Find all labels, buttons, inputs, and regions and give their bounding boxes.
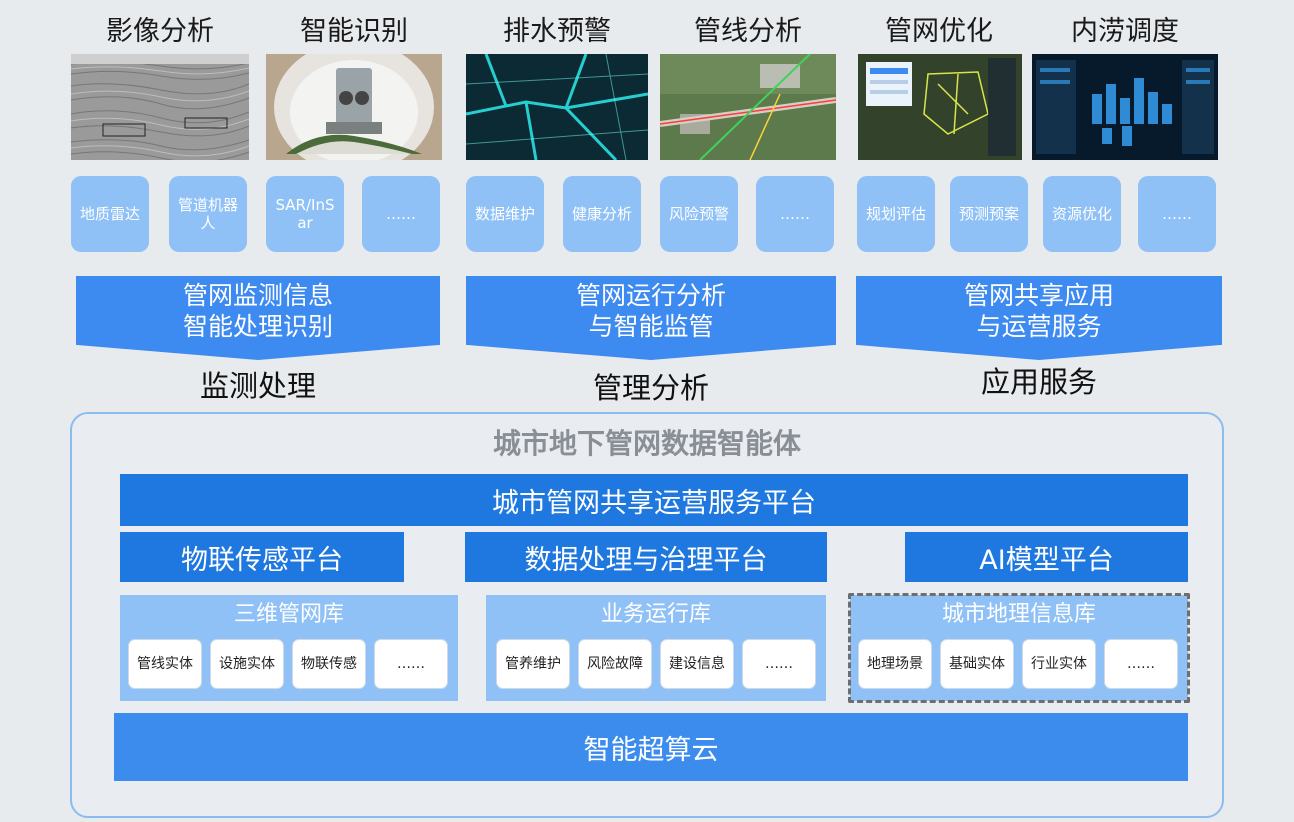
library-cell[interactable]: …… (742, 639, 816, 689)
library-business-operation-title: 业务运行库 (600, 602, 711, 627)
library-3d-pipe-network-title: 三维管网库 (233, 602, 344, 627)
chip-more-application[interactable]: …… (1138, 176, 1216, 252)
data-governance-platform[interactable]: 数据处理与治理平台 (465, 532, 827, 582)
chip-planning-evaluation[interactable]: 规划评估 (857, 176, 935, 252)
chip-health-analysis[interactable]: 健康分析 (563, 176, 641, 252)
library-business-operation: 业务运行库 管养维护 风险故障 建设信息 …… (486, 595, 826, 701)
chip-data-maintenance[interactable]: 数据维护 (466, 176, 544, 252)
banner-analysis: 管网运行分析 与智能监管 (466, 276, 836, 360)
smart-computing-cloud[interactable]: 智能超算云 (114, 713, 1188, 781)
caption-analysis: 管理分析 (592, 371, 709, 405)
library-urban-geographic-dashed-border (848, 593, 1190, 703)
column-title-network-optimization: 管网优化 (885, 16, 993, 47)
chip-risk-warning[interactable]: 风险预警 (660, 176, 738, 252)
library-3d-pipe-network: 三维管网库 管线实体 设施实体 物联传感 …… (120, 595, 458, 701)
banner-analysis-line2: 与智能监管 (588, 312, 714, 341)
banner-application-line2: 与运营服务 (976, 312, 1102, 341)
column-title-waterlogging-dispatch: 内涝调度 (1071, 16, 1179, 47)
drainage-map-thumbnail (466, 54, 648, 160)
waterlogging-dispatch-3d-thumbnail (1032, 54, 1218, 160)
column-title-drainage-warning: 排水预警 (503, 16, 611, 47)
pipeline-satellite-thumbnail (660, 54, 836, 160)
library-cell[interactable]: 管养维护 (496, 639, 570, 689)
data-agent-title: 城市地下管网数据智能体 (492, 427, 801, 460)
chip-geological-radar[interactable]: 地质雷达 (71, 176, 149, 252)
iot-sensing-platform[interactable]: 物联传感平台 (120, 532, 404, 582)
banner-analysis-line1: 管网运行分析 (575, 281, 726, 310)
library-urban-geographic: 城市地理信息库 地理场景 基础实体 行业实体 …… (850, 595, 1188, 701)
banner-monitoring: 管网监测信息 智能处理识别 (76, 276, 440, 360)
library-cell[interactable]: 行业实体 (1022, 639, 1096, 689)
banner-monitoring-line1: 管网监测信息 (182, 281, 333, 310)
library-cell[interactable]: 设施实体 (210, 639, 284, 689)
library-urban-geographic-title: 城市地理信息库 (941, 602, 1096, 627)
banner-monitoring-line2: 智能处理识别 (182, 312, 333, 341)
network-optimization-map-thumbnail (858, 54, 1022, 160)
library-cell[interactable]: …… (1104, 639, 1178, 689)
chip-resource-optimization[interactable]: 资源优化 (1043, 176, 1121, 252)
caption-application: 应用服务 (980, 365, 1097, 399)
shared-service-platform[interactable]: 城市管网共享运营服务平台 (120, 474, 1188, 526)
pipe-robot-image-thumbnail (266, 54, 442, 160)
library-cell[interactable]: 建设信息 (660, 639, 734, 689)
library-cell[interactable]: 物联传感 (292, 639, 366, 689)
library-cell[interactable]: 风险故障 (578, 639, 652, 689)
library-cell[interactable]: 管线实体 (128, 639, 202, 689)
chip-pipe-robot[interactable]: 管道机器人 (169, 176, 247, 252)
column-title-image-analysis: 影像分析 (106, 16, 214, 47)
banner-application: 管网共享应用 与运营服务 (856, 276, 1222, 360)
banner-application-line1: 管网共享应用 (963, 281, 1114, 310)
ai-model-platform[interactable]: AI模型平台 (905, 532, 1188, 582)
caption-monitoring: 监测处理 (199, 369, 316, 403)
library-cell[interactable]: 基础实体 (940, 639, 1014, 689)
column-title-smart-recognition: 智能识别 (300, 16, 408, 47)
radar-image-thumbnail (71, 54, 249, 160)
library-cell[interactable]: 地理场景 (858, 639, 932, 689)
chip-more-analysis[interactable]: …… (756, 176, 834, 252)
column-title-pipeline-analysis: 管线分析 (694, 16, 802, 47)
chip-more-monitoring[interactable]: …… (362, 176, 440, 252)
chip-forecast-plan[interactable]: 预测预案 (950, 176, 1028, 252)
chip-sar-insar[interactable]: SAR/InSar (266, 176, 344, 252)
library-cell[interactable]: …… (374, 639, 448, 689)
